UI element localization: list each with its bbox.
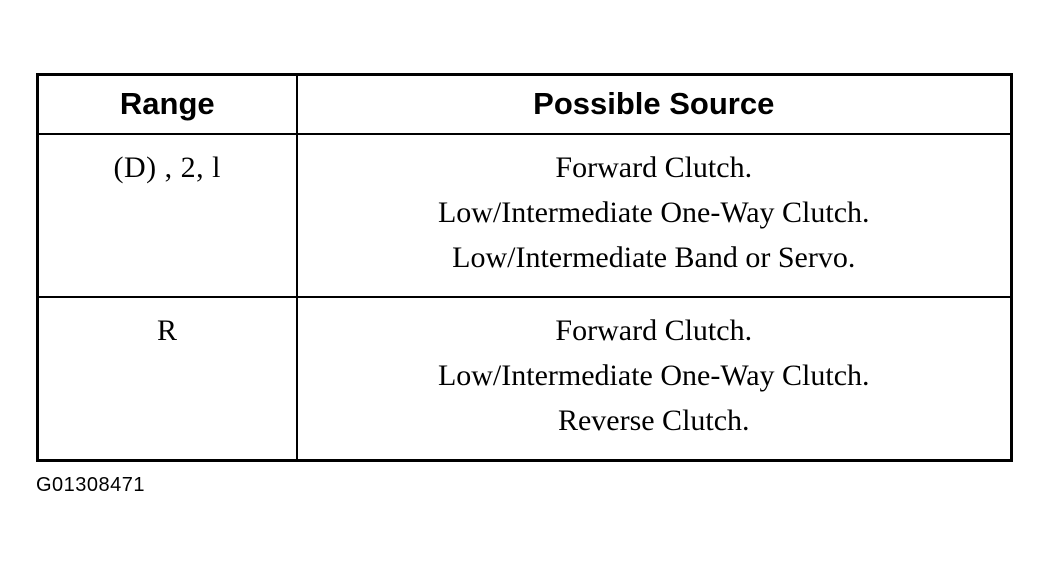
source-line: Reverse Clutch.	[557, 404, 750, 437]
range-possible-source-table: Range Possible Source (D) , 2, l Forward…	[36, 73, 1013, 462]
table-header: Range Possible Source	[36, 73, 1013, 135]
source-line-list: Forward Clutch. Low/Intermediate One-Way…	[306, 145, 1003, 280]
source-line: Low/Intermediate One-Way Clutch.	[437, 359, 870, 392]
table-row: (D) , 2, l Forward Clutch. Low/Intermedi…	[36, 133, 1013, 298]
table-body: (D) , 2, l Forward Clutch. Low/Intermedi…	[36, 133, 1013, 462]
source-line-list: Forward Clutch. Low/Intermediate One-Way…	[306, 308, 1003, 443]
table-row: R Forward Clutch. Low/Intermediate One-W…	[36, 296, 1013, 462]
source-line: Forward Clutch.	[555, 151, 753, 184]
source-line: Low/Intermediate Band or Servo.	[452, 241, 856, 274]
column-header-possible-source: Possible Source	[295, 73, 1013, 135]
cell-range-reverse: R	[36, 296, 298, 462]
figure-caption: G01308471	[36, 474, 146, 496]
cell-possible-source-reverse: Forward Clutch. Low/Intermediate One-Way…	[295, 296, 1013, 462]
source-line: Low/Intermediate One-Way Clutch.	[437, 196, 870, 229]
source-line: Forward Clutch.	[555, 314, 753, 347]
spec-table-container: Range Possible Source (D) , 2, l Forward…	[36, 73, 1013, 462]
column-header-range: Range	[36, 73, 298, 135]
cell-range-drive: (D) , 2, l	[36, 133, 298, 298]
table-header-row: Range Possible Source	[36, 73, 1013, 135]
cell-possible-source-drive: Forward Clutch. Low/Intermediate One-Way…	[295, 133, 1013, 298]
